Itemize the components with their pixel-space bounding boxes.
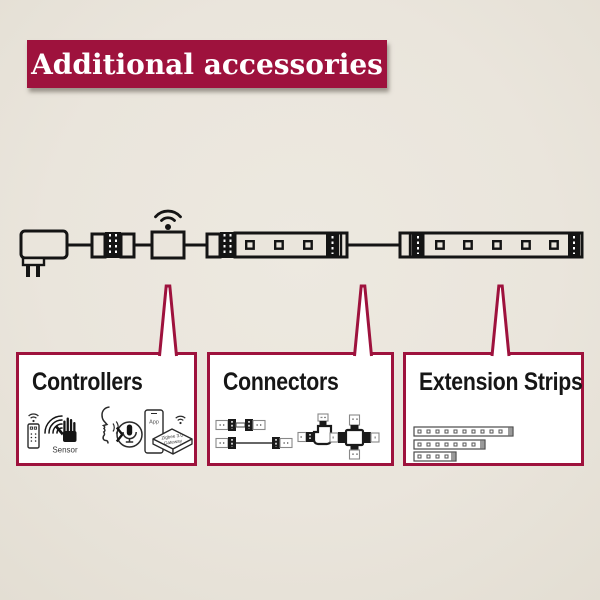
title-banner: Additional accessories [27, 40, 387, 88]
voice-assistant-icon [101, 406, 143, 448]
pointer-controllers [158, 284, 178, 357]
straight-connector-icon [215, 419, 266, 431]
led-strip-1-icon [233, 231, 349, 259]
strip-medium-icon [413, 439, 486, 450]
callout-pointers [158, 284, 511, 357]
clip-connector-icon [90, 232, 152, 259]
corner-connector-icon [297, 413, 333, 446]
strip-long-icon [413, 426, 514, 437]
cross-connector-icon [329, 414, 380, 460]
connectors-icons [215, 413, 380, 460]
controllers-title: Controllers [32, 368, 143, 396]
controllers-icons: Sensor App [27, 406, 193, 455]
gesture-sensor-icon: Sensor [44, 415, 78, 455]
pointer-extension-strips [490, 284, 511, 357]
wifi-controller-icon [150, 209, 207, 260]
callout-controllers: Controllers [16, 352, 197, 466]
remote-control-icon [27, 413, 40, 449]
extension-strips-title: Extension Strips [419, 368, 583, 396]
power-plug-icon [19, 229, 92, 277]
strip-clip-icon [205, 232, 235, 259]
callout-extension-strips: Extension Strips [403, 352, 584, 466]
pointer-connectors [353, 284, 373, 357]
extension-strips-icons [413, 426, 514, 462]
zigbee-label-1: Zigbee 3.0 [161, 432, 184, 440]
sensor-label: Sensor [52, 446, 78, 455]
connectors-title: Connectors [223, 368, 339, 396]
zigbee-label-2: Gateway [164, 438, 183, 446]
page-title: Additional accessories [31, 47, 383, 81]
led-strip-2-icon [398, 231, 584, 259]
strip-short-icon [413, 451, 457, 462]
app-gateway-icon: App Zigbee 3.0 Gateway [144, 409, 193, 455]
cable-connector-icon [215, 437, 293, 449]
app-label: App [149, 420, 159, 426]
callout-connectors: Connectors [207, 352, 394, 466]
